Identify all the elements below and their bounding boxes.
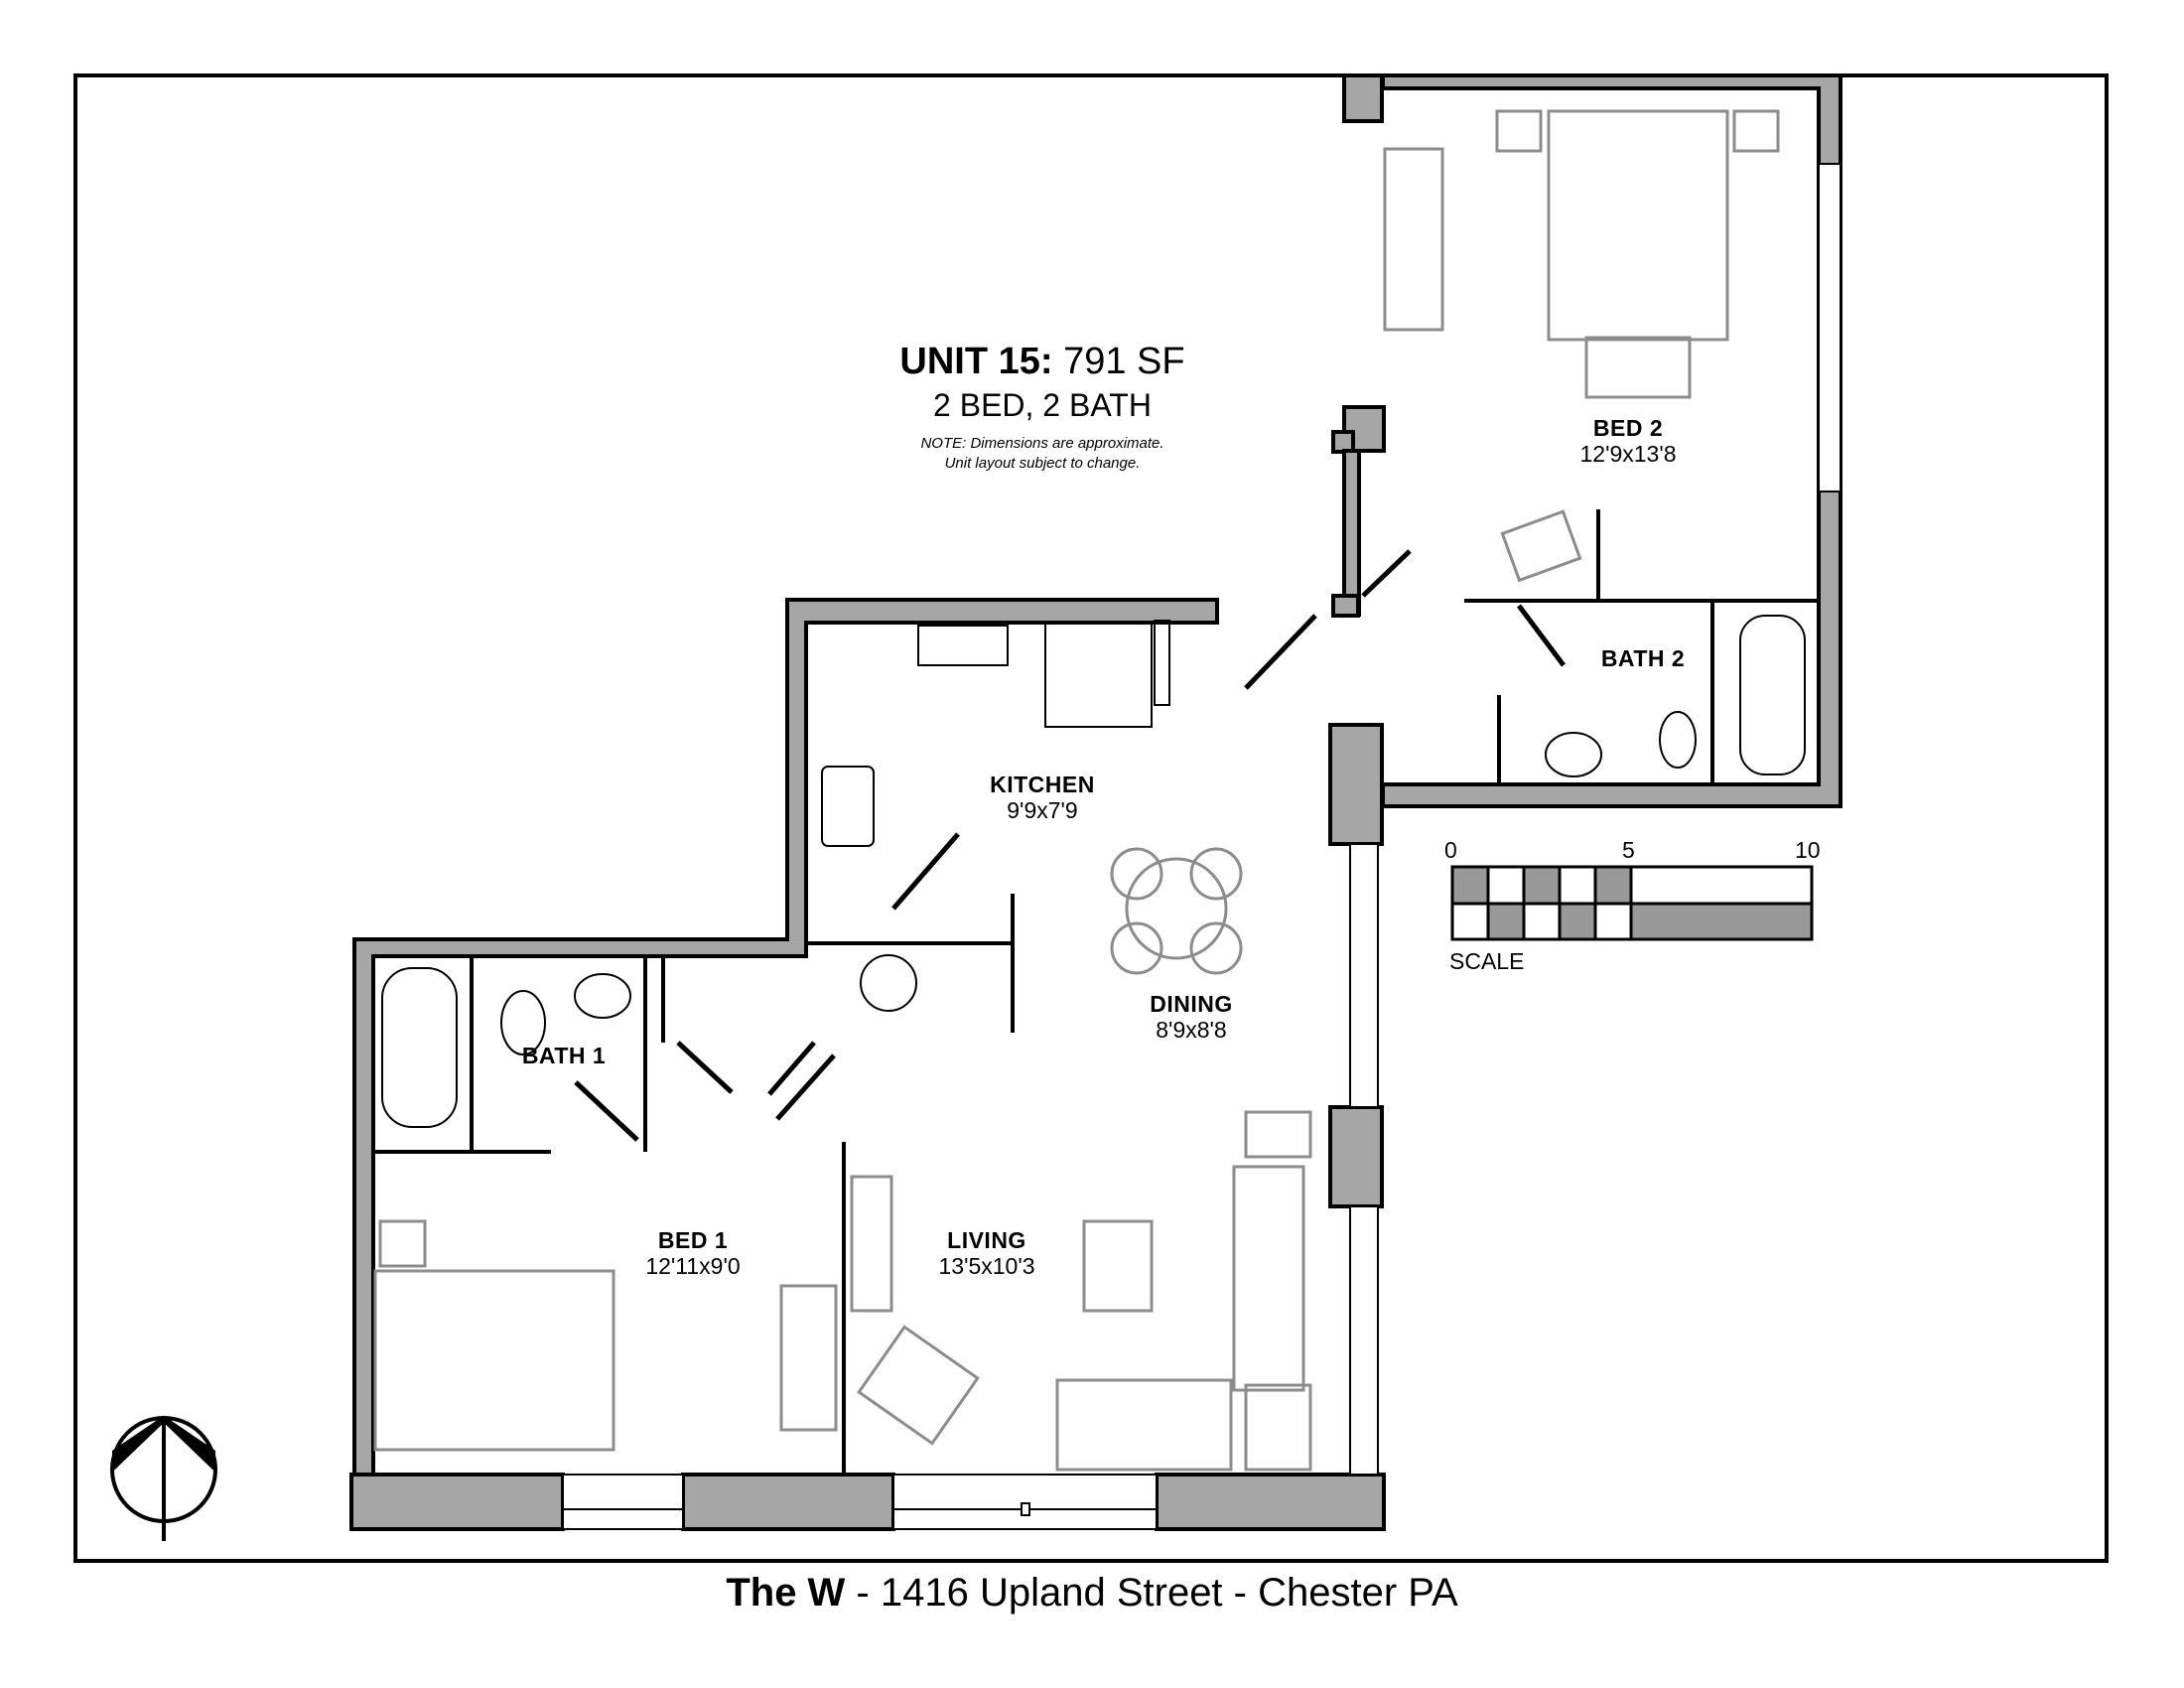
- room-name: LIVING: [947, 1227, 1026, 1253]
- footer-address: The W - 1416 Upland Street - Chester PA: [0, 1571, 2184, 1616]
- room-label-bed-2: BED 2 12'9x13'8: [1549, 415, 1707, 468]
- room-label-living: LIVING 13'5x10'3: [907, 1227, 1066, 1280]
- interior-walls: [374, 509, 1819, 1475]
- separator: -: [845, 1571, 881, 1615]
- room-name: KITCHEN: [990, 772, 1095, 797]
- room-dims: 13'5x10'3: [938, 1253, 1035, 1280]
- room-label-kitchen: KITCHEN 9'9x7'9: [963, 772, 1122, 824]
- room-label-bath-1: BATH 1: [484, 1043, 643, 1068]
- kitchen-fixtures: [381, 615, 1806, 1128]
- note-line-2: Unit layout subject to change.: [944, 454, 1141, 472]
- scale-tick-10: 10: [1795, 837, 1821, 863]
- north-arrow-icon: [110, 1415, 217, 1541]
- exterior-walls: [349, 73, 1843, 1531]
- scale-caption: SCALE: [1449, 948, 1525, 974]
- furniture: [373, 109, 1780, 1472]
- room-dims: 9'9x7'9: [1007, 797, 1078, 824]
- room-name: BATH 1: [521, 1043, 607, 1068]
- scale-tick-0: 0: [1444, 837, 1457, 863]
- scale-tick-5: 5: [1622, 837, 1635, 863]
- building-name: The W: [726, 1571, 846, 1615]
- room-label-bath-2: BATH 2: [1564, 645, 1722, 671]
- unit-config: 2 BED, 2 BATH: [933, 387, 1152, 423]
- city: Chester PA: [1258, 1571, 1458, 1615]
- separator: -: [1222, 1571, 1259, 1615]
- room-label-dining: DINING 8'9x8'8: [1112, 991, 1271, 1044]
- windows: [562, 163, 1842, 1530]
- room-dims: 12'9x13'8: [1579, 441, 1677, 468]
- room-name: BED 1: [657, 1227, 729, 1253]
- note-line-1: NOTE: Dimensions are approximate.: [920, 435, 1164, 452]
- scale-bar: [1450, 865, 1814, 941]
- room-name: BATH 2: [1600, 645, 1686, 671]
- room-label-bed-1: BED 1 12'11x9'0: [614, 1227, 772, 1280]
- unit-name: UNIT 15:: [899, 341, 1053, 382]
- unit-title-block: UNIT 15: 791 SF 2 BED, 2 BATH NOTE: Dime…: [864, 341, 1221, 473]
- doors: [574, 549, 1566, 1142]
- street-address: 1416 Upland Street: [880, 1571, 1223, 1615]
- room-dims: 12'11x9'0: [645, 1253, 741, 1280]
- unit-area: 791 SF: [1063, 341, 1185, 382]
- drawing-border: [73, 73, 2109, 1563]
- room-dims: 8'9x8'8: [1156, 1017, 1227, 1044]
- room-name: DINING: [1150, 991, 1233, 1017]
- room-name: BED 2: [1592, 415, 1664, 441]
